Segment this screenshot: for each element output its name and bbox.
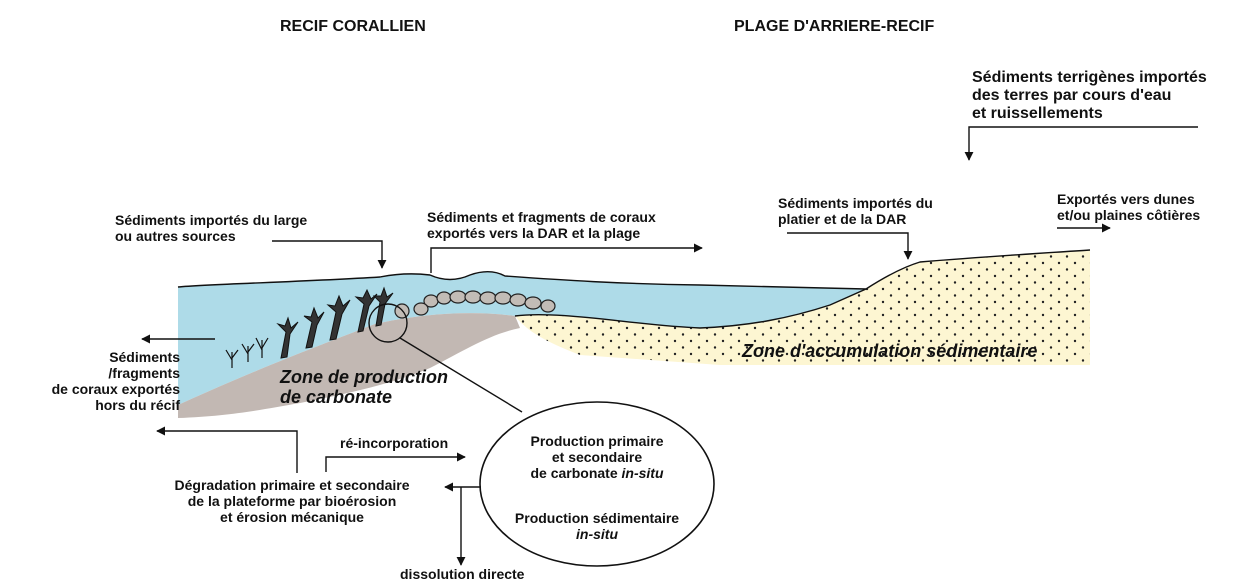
label-offshore-import: Sédiments importés du large ou autres so… — [115, 212, 307, 244]
terrigenous-arrow — [969, 127, 1198, 160]
label-platier-import: Sédiments importés du platier et de la D… — [778, 195, 933, 227]
circle-sedimentary-production: Production sédimentaire in-situ — [497, 510, 697, 542]
label-dissolution: dissolution directe — [400, 566, 524, 582]
label-dunes-export: Exportés vers dunes et/ou plaines côtièr… — [1057, 191, 1200, 223]
label-terrigenous: Sédiments terrigènes importés des terres… — [972, 69, 1207, 123]
circle-primary-production: Production primaire et secondaire de car… — [497, 433, 697, 481]
platier-import-arrow — [787, 233, 908, 259]
zone-carbonate: Zone de production de carbonate — [280, 367, 448, 407]
degradation-export-arrow — [157, 431, 297, 473]
coral-export-arrow — [431, 248, 702, 273]
label-reef-export: Sédiments /fragments de coraux exportés … — [42, 349, 180, 413]
label-degradation: Dégradation primaire et secondaire de la… — [122, 477, 462, 525]
heading-beach: PLAGE D'ARRIERE-RECIF — [734, 19, 934, 35]
reincorporation-arrow — [326, 457, 465, 472]
label-reincorporation: ré-incorporation — [340, 435, 448, 451]
zone-accumulation: Zone d'accumulation sédimentaire — [742, 341, 1037, 361]
label-coral-export: Sédiments et fragments de coraux exporté… — [427, 209, 656, 241]
offshore-import-arrow — [272, 241, 382, 268]
heading-reef: RECIF CORALLIEN — [280, 19, 426, 35]
